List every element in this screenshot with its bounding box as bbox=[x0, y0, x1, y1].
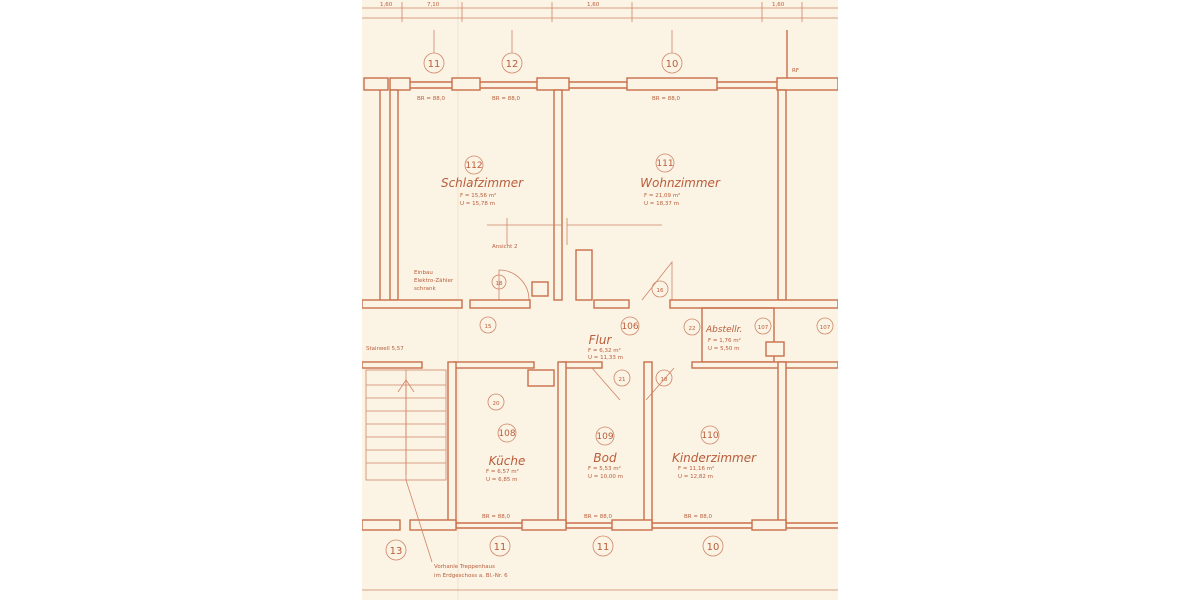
axis-bubbles-top: 11 12 10 bbox=[423, 30, 683, 74]
room-area: F = 21,09 m² bbox=[644, 192, 680, 199]
axis-label: 21 bbox=[619, 377, 626, 383]
top-exterior-wall bbox=[363, 77, 838, 91]
room-perimeter: U = 5,50 m bbox=[708, 346, 739, 352]
dim-top-3: 1,60 bbox=[587, 2, 600, 8]
einbau-line: schrank bbox=[414, 286, 436, 292]
axis-label: 12 bbox=[506, 59, 519, 70]
room-perimeter: U = 12,82 m bbox=[678, 474, 713, 480]
room-area: F = 11,16 m² bbox=[678, 465, 714, 472]
axis-bubbles-middle: 21 18 20 bbox=[487, 367, 675, 411]
room-area: F = 5,53 m² bbox=[588, 465, 621, 472]
room-name: Schlafzimmer bbox=[441, 176, 524, 190]
dim-top-4: 1,60 bbox=[772, 2, 785, 8]
axis-label: 16 bbox=[657, 288, 664, 294]
room-name: Bod bbox=[593, 451, 617, 465]
room-area: F = 6,32 m² bbox=[588, 347, 621, 354]
room-number: 111 bbox=[656, 159, 673, 169]
room-number: 106 bbox=[621, 322, 638, 332]
room-perimeter: U = 15,78 m bbox=[460, 201, 495, 207]
room-111: 111 Wohnzimmer F = 21,09 m² U = 18,37 m bbox=[640, 153, 721, 207]
lower-central-wall bbox=[362, 361, 838, 387]
axis-label: 11 bbox=[494, 542, 507, 553]
floor-plan-drawing: 1,60 7,10 1,60 1,60 11 12 10 RF BR = 8 bbox=[362, 0, 838, 600]
room-109: 109 Bod F = 5,53 m² U = 10,00 m bbox=[588, 426, 623, 480]
axis-label: 10 bbox=[707, 542, 720, 553]
corridor: 15 16 22 bbox=[479, 280, 701, 336]
rf-label: RF bbox=[792, 68, 799, 74]
room-107: Abstellr. 107 F = 1,76 m² U = 5,50 m 107 bbox=[701, 307, 834, 363]
axis-label: 18 bbox=[496, 281, 503, 287]
window-label: BR = 88,0 bbox=[492, 96, 520, 102]
axis-label: 22 bbox=[689, 326, 696, 332]
dim-top-1: 1,60 bbox=[380, 2, 393, 8]
axis-label: 13 bbox=[390, 546, 403, 557]
room-106: 106 Flur F = 6,32 m² U = 11,33 m bbox=[588, 316, 640, 361]
room-112: 112 Schlafzimmer F = 15,56 m² U = 15,78 … bbox=[441, 155, 524, 207]
window-label: BR = 88,0 bbox=[417, 96, 445, 102]
room-area: F = 1,76 m² bbox=[708, 337, 741, 344]
window-label: BR = 88,0 bbox=[482, 514, 510, 520]
bottom-exterior-wall: BR = 88,0 BR = 88,0 BR = 88,0 bbox=[362, 514, 838, 531]
window-label: BR = 88,0 bbox=[584, 514, 612, 520]
einbau-line: Elektro-Zähler bbox=[414, 278, 454, 284]
room-name: Abstellr. bbox=[705, 325, 742, 335]
door-dimensions-upper: Ansicht 2 bbox=[487, 218, 662, 250]
room-area: F = 15,56 m² bbox=[460, 192, 496, 199]
room-number: 110 bbox=[701, 431, 718, 441]
door-swings-upper bbox=[498, 249, 673, 301]
stair-note: Vorhanle Treppenhaus im Erdgeschoss a. B… bbox=[405, 479, 508, 579]
room-name: Wohnzimmer bbox=[640, 176, 721, 190]
top-dimension-chain: 1,60 7,10 1,60 1,60 bbox=[362, 2, 838, 22]
room-name: Flur bbox=[589, 333, 613, 347]
room-perimeter: U = 18,37 m bbox=[644, 201, 679, 207]
axis-label: 18 bbox=[661, 377, 668, 383]
room-perimeter: U = 10,00 m bbox=[588, 474, 623, 480]
axis-label: 10 bbox=[666, 59, 679, 70]
central-wall bbox=[362, 299, 838, 309]
stair-note-line: im Erdgeschoss a. Bl.-Nr. 6 bbox=[434, 573, 508, 579]
room-110: 110 Kinderzimmer F = 11,16 m² U = 12,82 … bbox=[672, 425, 757, 480]
axis-label: 11 bbox=[597, 542, 610, 553]
room-name: Küche bbox=[489, 454, 526, 468]
room-name: Kinderzimmer bbox=[672, 451, 757, 465]
einbau-line: Einbau bbox=[414, 270, 433, 276]
ansicht-label: Ansicht 2 bbox=[492, 244, 518, 250]
room-number-adjacent: 107 bbox=[820, 325, 831, 331]
room-number: 108 bbox=[498, 429, 515, 439]
room-area: F = 6,57 m² bbox=[486, 468, 519, 475]
dim-top-2: 7,10 bbox=[427, 2, 440, 8]
lower-walls bbox=[447, 361, 787, 528]
window-label: BR = 88,0 bbox=[652, 96, 680, 102]
floor-plan: 1,60 7,10 1,60 1,60 11 12 10 RF BR = 8 bbox=[362, 0, 838, 600]
axis-label: 15 bbox=[485, 324, 492, 330]
room-number: 107 bbox=[758, 325, 769, 331]
axis-bubbles-bottom: 13 11 11 10 bbox=[362, 535, 838, 591]
stairwell-label: Stairwell 5,57 bbox=[366, 346, 404, 352]
room-number: 112 bbox=[465, 161, 482, 171]
room-number: 109 bbox=[596, 432, 613, 442]
einbau-annotation: Einbau Elektro-Zähler schrank 18 bbox=[414, 270, 507, 292]
room-perimeter: U = 6,85 m bbox=[486, 477, 517, 483]
room-108: 108 Küche F = 6,57 m² U = 6,85 m bbox=[486, 423, 526, 483]
stair-note-line: Vorhanle Treppenhaus bbox=[434, 564, 495, 570]
axis-label: 20 bbox=[493, 401, 500, 407]
window-label: BR = 88,0 bbox=[684, 514, 712, 520]
axis-label: 11 bbox=[428, 59, 441, 70]
room-perimeter: U = 11,33 m bbox=[588, 355, 623, 361]
